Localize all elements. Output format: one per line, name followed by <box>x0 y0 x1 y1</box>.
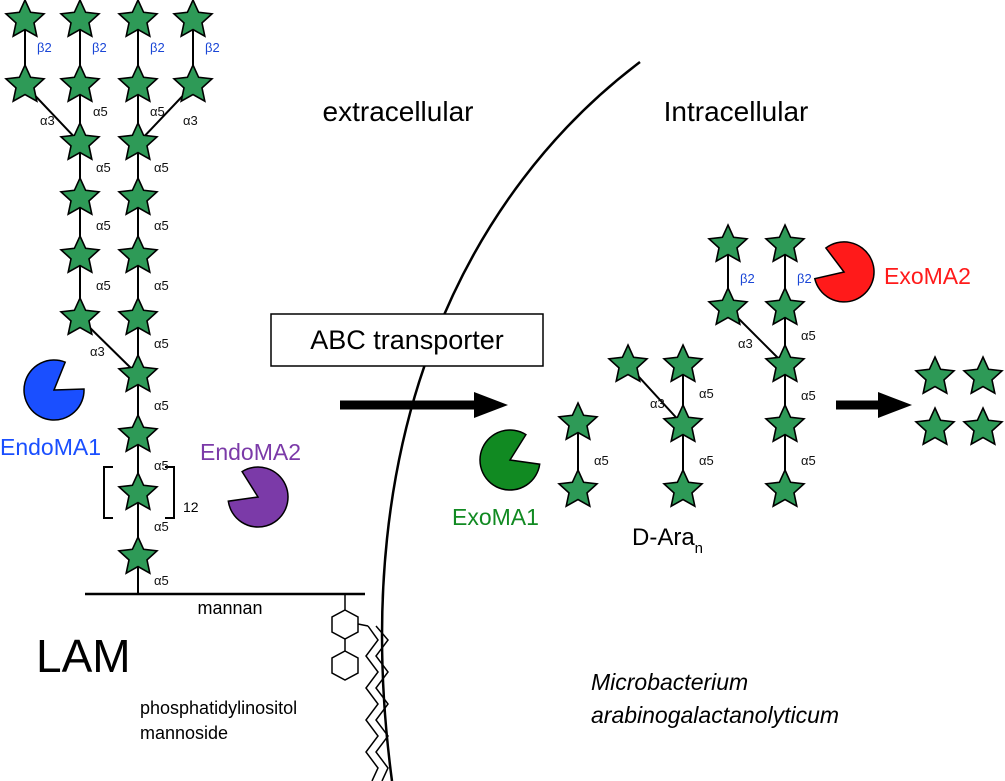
organism-genus: Microbacterium <box>591 669 748 695</box>
star-icon <box>59 63 101 103</box>
endoma2-icon <box>227 466 289 528</box>
import-arrow <box>340 392 508 418</box>
star-icon <box>117 234 159 274</box>
star-icon <box>172 0 214 38</box>
star-icon <box>59 121 101 161</box>
linkage-label: α5 <box>801 453 816 468</box>
star-icon <box>117 535 159 575</box>
star-icon <box>764 403 806 443</box>
star-icon <box>4 0 46 38</box>
exoma2-label: ExoMA2 <box>884 263 971 289</box>
exoma1-label: ExoMA1 <box>452 504 539 530</box>
pim-label-line1: phosphatidylinositol <box>140 698 297 718</box>
linkage-label: α5 <box>96 278 111 293</box>
linkage-label: α5 <box>801 328 816 343</box>
linkage-label: α5 <box>154 573 169 588</box>
linkage-label: α3 <box>650 396 665 411</box>
star-icon <box>764 343 806 383</box>
product-arrow <box>836 392 912 418</box>
star-icon <box>557 468 599 508</box>
star-icon <box>117 296 159 336</box>
linkage-label: α5 <box>93 104 108 119</box>
star-icon <box>117 353 159 393</box>
d-ara-main: D-Ara <box>632 524 695 551</box>
star-icon <box>914 406 956 446</box>
star-icon <box>59 176 101 216</box>
star-icon <box>117 0 159 38</box>
star-icon <box>607 343 649 383</box>
linkage-label: β2 <box>37 40 52 55</box>
pim-anchor <box>331 594 389 781</box>
pim-label-line2: mannoside <box>140 723 228 743</box>
linkage-label: β2 <box>797 271 812 286</box>
linkage-label: α5 <box>154 398 169 413</box>
linkage-label: β2 <box>205 40 220 55</box>
star-icon <box>172 63 214 103</box>
linkage-labels: β2 β2 β2 β2 α3 α5 α5 α3 α5 α5 α5 α5 α5 α5 α3 α5 α5 α5 α5 α5… <box>37 40 816 588</box>
star-icon <box>962 406 1004 446</box>
abc-transporter-box <box>270 313 544 367</box>
linkage-label: α5 <box>801 388 816 403</box>
linkage-label: α5 <box>594 453 609 468</box>
endoma1-label: EndoMA1 <box>0 434 101 460</box>
linkage-label: α3 <box>183 113 198 128</box>
star-icon <box>59 234 101 274</box>
linkage-label: α5 <box>96 218 111 233</box>
lam-label: LAM <box>36 630 131 682</box>
mannan-label: mannan <box>197 598 262 618</box>
linkage-label: α5 <box>154 278 169 293</box>
exoma2-icon <box>813 241 875 303</box>
exoma1-icon <box>479 429 541 491</box>
linkage-label: α5 <box>96 160 111 175</box>
star-icon <box>662 468 704 508</box>
linkage-label: α5 <box>699 453 714 468</box>
linkage-label: α3 <box>90 344 105 359</box>
star-icon <box>662 343 704 383</box>
endoma2-label: EndoMA2 <box>200 439 301 465</box>
repeat-bracket <box>103 466 175 519</box>
star-icon <box>764 286 806 326</box>
arabinose-residues <box>4 0 1004 575</box>
star-icon <box>764 223 806 263</box>
abc-transporter-label: ABC transporter <box>310 325 504 355</box>
organism-species: arabinogalactanolyticum <box>591 702 839 728</box>
linkage-label: α3 <box>40 113 55 128</box>
linkage-label: α5 <box>150 104 165 119</box>
linkage-label: α5 <box>154 458 169 473</box>
linkage-label: α5 <box>154 218 169 233</box>
star-icon <box>4 63 46 103</box>
star-icon <box>117 176 159 216</box>
star-icon <box>707 286 749 326</box>
star-icon <box>117 121 159 161</box>
repeat-count: 12 <box>183 499 199 515</box>
linkage-label: β2 <box>150 40 165 55</box>
star-icon <box>764 468 806 508</box>
linkage-label: β2 <box>92 40 107 55</box>
d-ara-label: D-Aran <box>632 524 703 557</box>
linkage-label: α5 <box>154 336 169 351</box>
linkage-label: α5 <box>154 519 169 534</box>
star-icon <box>962 355 1004 395</box>
star-icon <box>707 223 749 263</box>
star-icon <box>117 63 159 103</box>
intracellular-label: Intracellular <box>664 96 809 127</box>
linkage-label: α5 <box>154 160 169 175</box>
linkage-label: β2 <box>740 271 755 286</box>
enzyme-shapes <box>23 241 875 528</box>
extracellular-label: extracellular <box>323 96 474 127</box>
star-icon <box>59 0 101 38</box>
star-icon <box>662 403 704 443</box>
d-ara-subscript: n <box>695 540 703 557</box>
endoma1-icon <box>23 359 85 421</box>
linkage-label: α5 <box>699 386 714 401</box>
star-icon <box>117 471 159 511</box>
star-icon <box>117 413 159 453</box>
star-icon <box>557 401 599 441</box>
star-icon <box>59 296 101 336</box>
star-icon <box>914 355 956 395</box>
linkage-label: α3 <box>738 336 753 351</box>
